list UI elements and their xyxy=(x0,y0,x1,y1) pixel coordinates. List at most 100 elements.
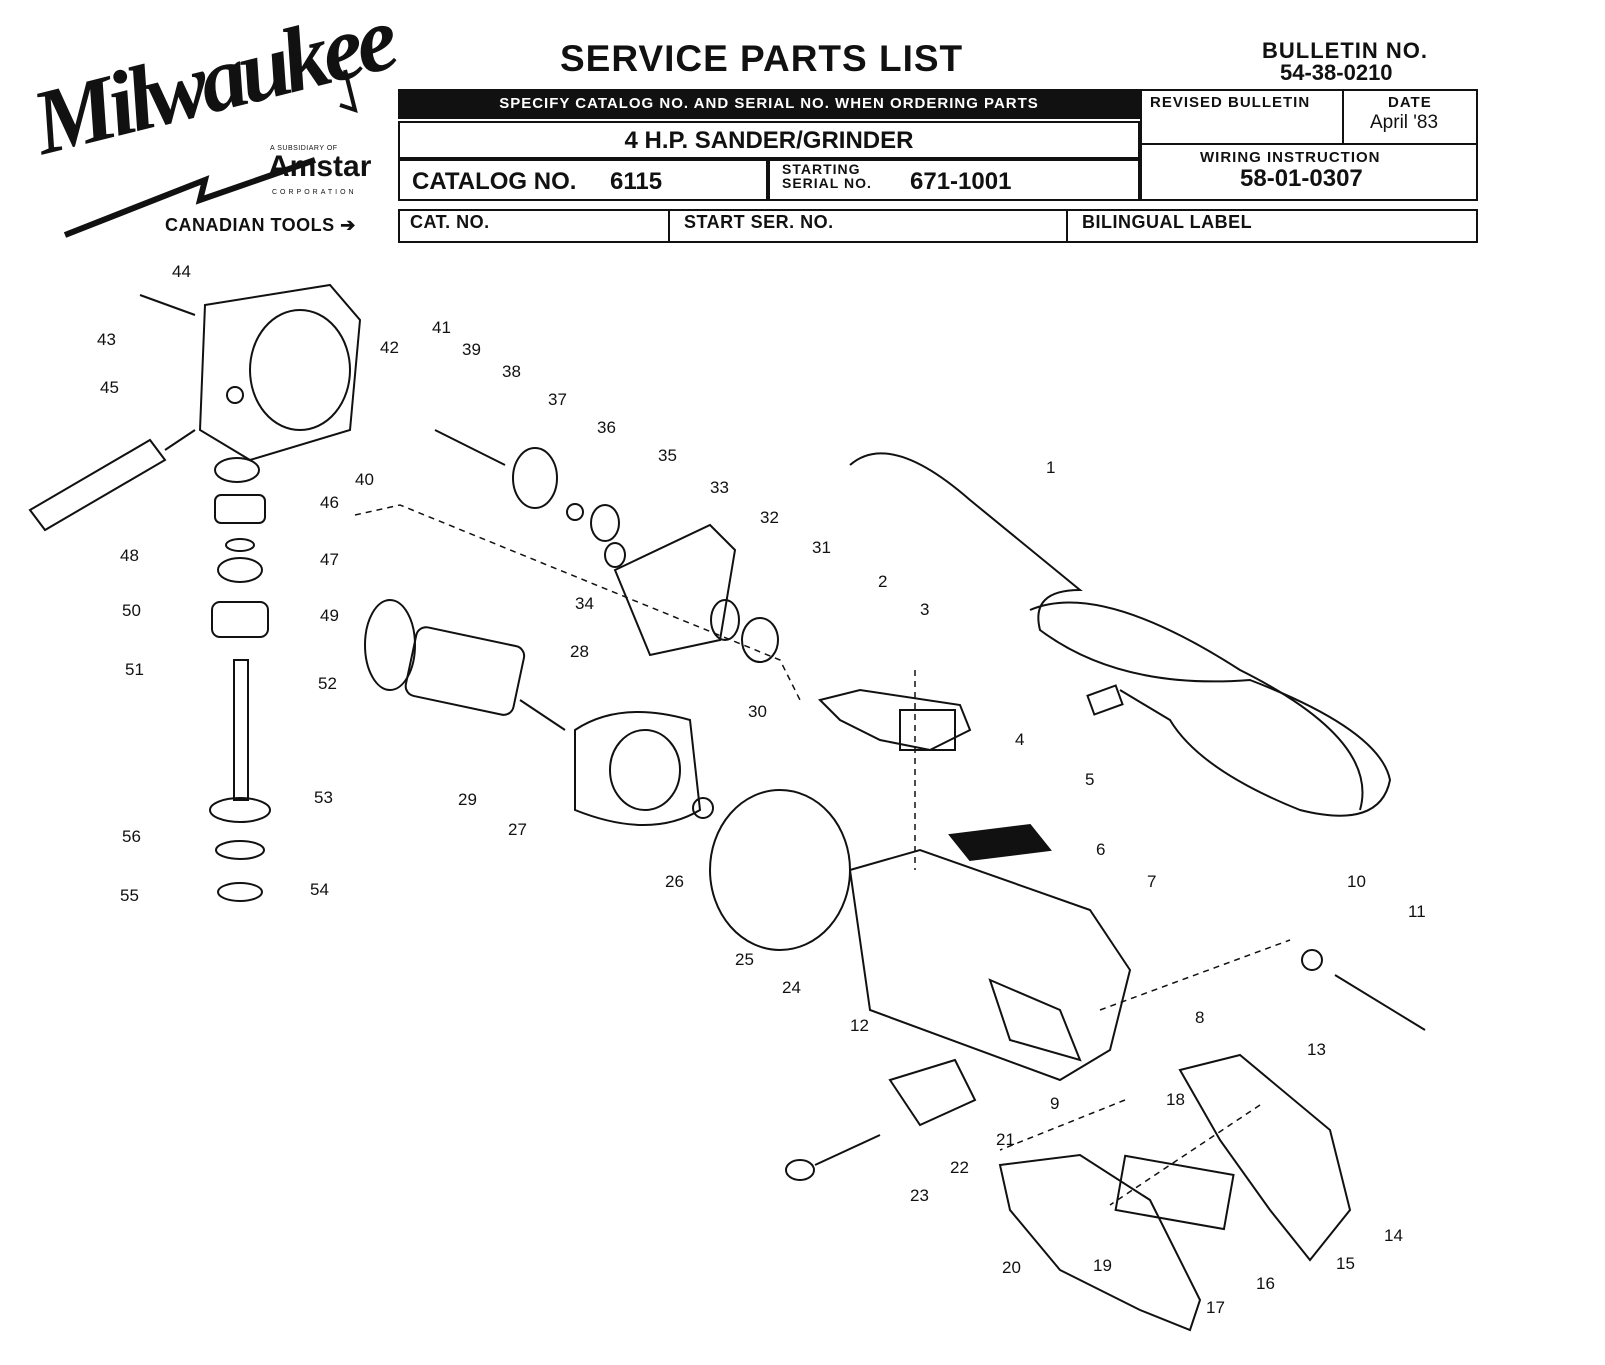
divider xyxy=(1066,209,1068,243)
callout-28: 28 xyxy=(570,642,589,661)
callout-22: 22 xyxy=(950,1158,969,1177)
callout-38: 38 xyxy=(502,362,521,381)
callout-48: 48 xyxy=(120,546,139,565)
callout-37: 37 xyxy=(548,390,567,409)
amstar-logo: Amstar xyxy=(268,150,372,183)
callout-56: 56 xyxy=(122,827,141,846)
nameplate-drawing xyxy=(948,823,1052,862)
callout-21: 21 xyxy=(996,1130,1015,1149)
serial-box xyxy=(768,159,1140,201)
callout-5: 5 xyxy=(1085,770,1095,789)
subsidiary-text: A SUBSIDIARY OF xyxy=(270,145,338,152)
bearing-plate-drawing xyxy=(613,523,779,663)
page-title: SERVICE PARTS LIST xyxy=(560,38,964,79)
starting-serial-label-line2: SERIAL NO. xyxy=(782,175,872,191)
exploded-view-diagram xyxy=(28,283,1426,1332)
callout-15: 15 xyxy=(1336,1254,1355,1273)
callout-36: 36 xyxy=(597,418,616,437)
callout-19: 19 xyxy=(1093,1256,1112,1275)
divider xyxy=(668,209,670,243)
callout-12: 12 xyxy=(850,1016,869,1035)
callout-41: 41 xyxy=(432,318,451,337)
handle-halves-drawing xyxy=(998,1053,1352,1332)
spindle-stack-drawing xyxy=(209,457,271,902)
callout-11: 11 xyxy=(1408,902,1426,921)
gear-case-drawing xyxy=(139,283,362,462)
callout-42: 42 xyxy=(380,338,399,357)
brush-holder-drawing xyxy=(785,1058,977,1181)
bulletin-number: 54-38-0210 xyxy=(1280,60,1393,85)
field-drawing xyxy=(574,711,714,826)
callout-44: 44 xyxy=(172,262,191,281)
canadian-start-ser: START SER. NO. xyxy=(684,212,834,232)
motor-housing-drawing xyxy=(709,789,1132,1082)
logo-lightning-icon xyxy=(63,69,358,238)
bulletin-label: BULLETIN NO. xyxy=(1262,38,1428,63)
callout-4: 4 xyxy=(1015,730,1025,749)
callout-10: 10 xyxy=(1347,872,1366,891)
armature-drawing xyxy=(364,599,566,731)
callout-40: 40 xyxy=(355,470,374,489)
catalog-box xyxy=(398,159,768,201)
callout-43: 43 xyxy=(97,330,116,349)
starting-serial-label-line1: STARTING xyxy=(782,161,861,177)
wiring-box xyxy=(1140,143,1478,201)
callout-47: 47 xyxy=(320,550,339,569)
canadian-bilingual-label: BILINGUAL LABEL xyxy=(1082,212,1253,232)
callout-39: 39 xyxy=(462,340,481,359)
specify-notice: SPECIFY CATALOG NO. AND SERIAL NO. WHEN … xyxy=(398,89,1140,119)
switch-cover-drawing xyxy=(818,688,972,752)
callout-52: 52 xyxy=(318,674,337,693)
dashed-leaders xyxy=(354,504,1291,1206)
canadian-tools-text: CANADIAN TOOLS xyxy=(165,215,335,235)
callout-31: 31 xyxy=(812,538,831,557)
callout-54: 54 xyxy=(310,880,329,899)
date-label: DATE xyxy=(1388,94,1432,111)
callout-51: 51 xyxy=(125,660,144,679)
callout-46: 46 xyxy=(320,493,339,512)
callout-24: 24 xyxy=(782,978,801,997)
power-cord-drawing xyxy=(849,452,1392,817)
starting-serial: 671-1001 xyxy=(910,168,1012,195)
callout-7: 7 xyxy=(1147,872,1157,891)
callout-53: 53 xyxy=(314,788,333,807)
arrow-right-icon: ➔ xyxy=(340,215,356,235)
callout-13: 13 xyxy=(1307,1040,1326,1059)
wiring-label: WIRING INSTRUCTION xyxy=(1200,149,1381,166)
callout-6: 6 xyxy=(1096,840,1106,859)
callout-18: 18 xyxy=(1166,1090,1185,1109)
callout-1: 1 xyxy=(1046,458,1056,477)
callout-9: 9 xyxy=(1050,1094,1060,1113)
callout-26: 26 xyxy=(665,872,684,891)
callout-23: 23 xyxy=(910,1186,929,1205)
callout-3: 3 xyxy=(920,600,930,619)
callout-17: 17 xyxy=(1206,1298,1225,1317)
callout-2: 2 xyxy=(878,572,888,591)
callout-30: 30 xyxy=(748,702,767,721)
catalog-label: CATALOG NO. xyxy=(412,168,577,195)
screw-11-drawing xyxy=(1301,949,1426,1031)
side-handle-drawing xyxy=(28,429,196,532)
callout-45: 45 xyxy=(100,378,119,397)
callout-50: 50 xyxy=(122,601,141,620)
corporation-text: CORPORATION xyxy=(272,189,357,196)
gear-shaft-drawing xyxy=(434,429,626,568)
callout-16: 16 xyxy=(1256,1274,1275,1293)
callout-8: 8 xyxy=(1195,1008,1205,1027)
callout-25: 25 xyxy=(735,950,754,969)
wiring-number: 58-01-0307 xyxy=(1240,165,1363,192)
canadian-tools-label: CANADIAN TOOLS ➔ xyxy=(165,215,356,236)
callout-32: 32 xyxy=(760,508,779,527)
date-value: April '83 xyxy=(1370,112,1439,133)
callout-14: 14 xyxy=(1384,1226,1403,1245)
starting-serial-label: STARTING SERIAL NO. xyxy=(782,162,872,190)
callout-34: 34 xyxy=(575,594,594,613)
callout-35: 35 xyxy=(658,446,677,465)
callout-27: 27 xyxy=(508,820,527,839)
callout-20: 20 xyxy=(1002,1258,1021,1277)
canadian-cat-no: CAT. NO. xyxy=(410,212,490,232)
revised-bulletin-label: REVISED BULLETIN xyxy=(1150,94,1311,111)
catalog-number: 6115 xyxy=(610,168,663,195)
callout-55: 55 xyxy=(120,886,139,905)
canadian-box xyxy=(398,209,1478,243)
